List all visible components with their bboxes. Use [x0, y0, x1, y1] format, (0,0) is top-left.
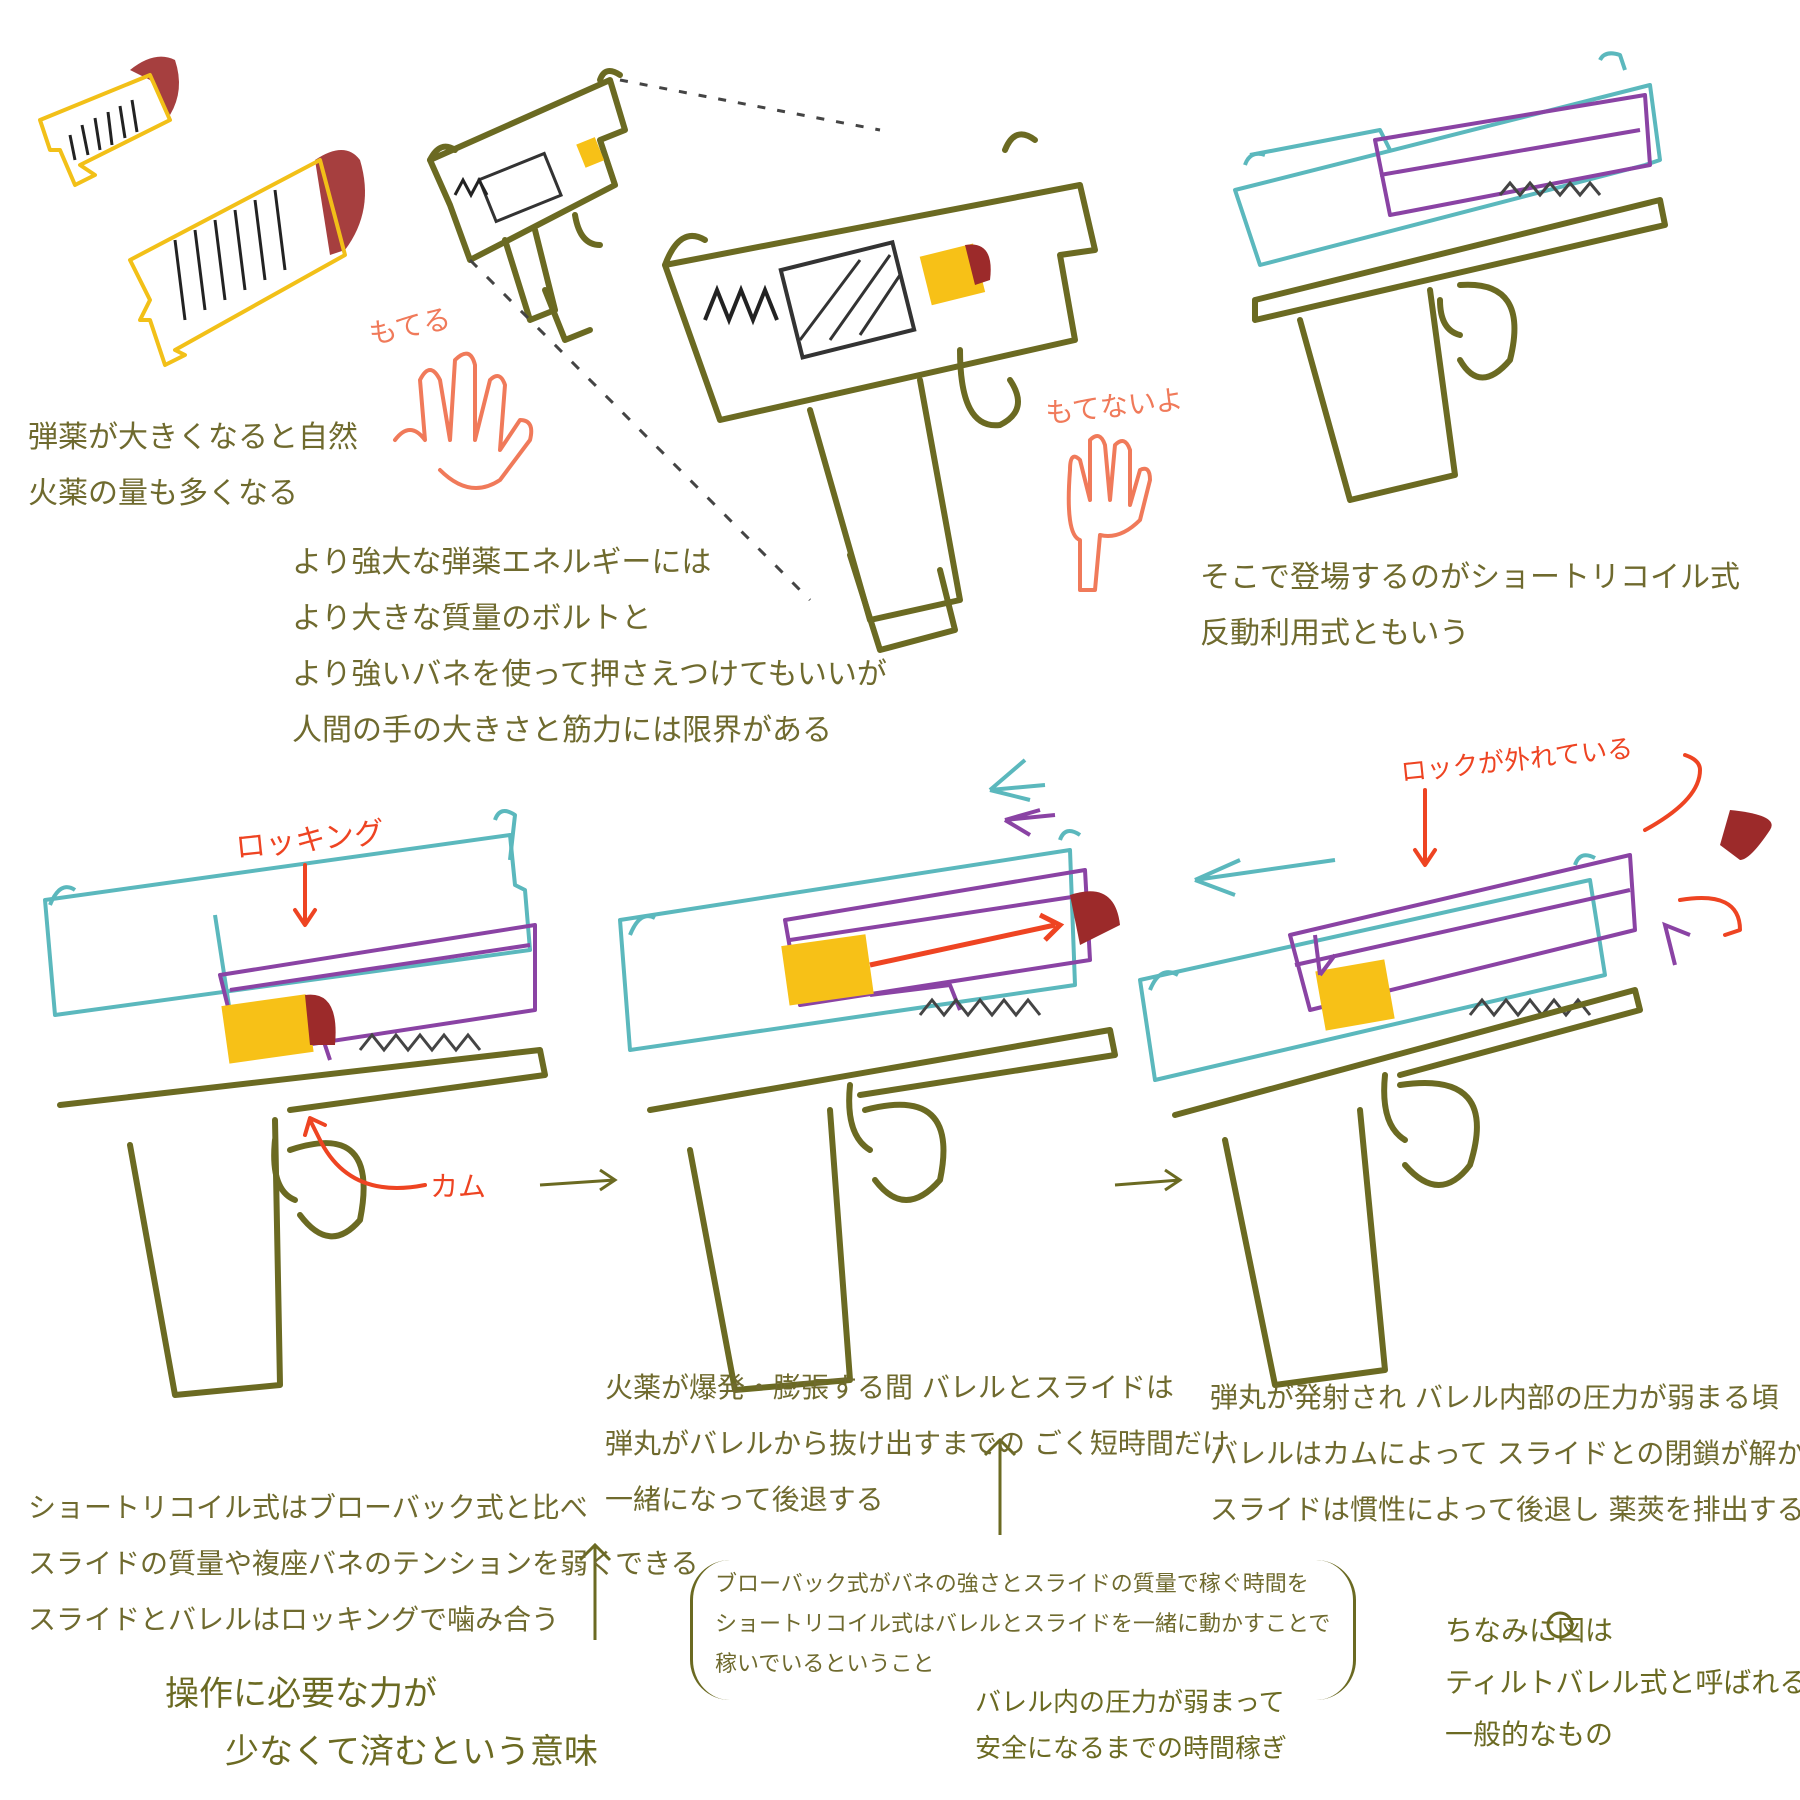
note-line: 弾丸が発射され バレル内部の圧力が弱まる頃	[1210, 1381, 1779, 1414]
small-smg-sketch	[427, 68, 628, 343]
note-line: スライドは慣性によって後退し 薬莢を排出する	[1210, 1493, 1800, 1526]
label-line: ちなみに図は	[1445, 1614, 1614, 1647]
label-line: 操作に必要な力が	[165, 1674, 437, 1714]
note-line: ブローバック式がバネの強さとスライドの質量で稼ぐ時間を	[715, 1572, 1309, 1597]
note-line: より強大な弾薬エネルギーには	[292, 545, 712, 580]
note-cartridge-size: 弾薬が大きくなると自然 火薬の量も多くなる	[28, 410, 358, 522]
pistol-top-right	[1233, 51, 1668, 503]
label-time-gain: バレル内の圧力が弱まって 安全になるまでの時間稼ぎ	[975, 1680, 1287, 1772]
note-line: バレルはカムによって スライドとの閉鎖が解かれ	[1210, 1437, 1800, 1470]
note-firing: 火薬が爆発・膨張する間 バレルとスライドは 弾丸がバレルから抜け出すまでの ごく…	[605, 1360, 1230, 1528]
note-line: 弾丸がバレルから抜け出すまでの ごく短時間だけ	[605, 1427, 1230, 1460]
note-line: 人間の手の大きさと筋力には限界がある	[292, 713, 832, 748]
step-arrows	[539, 1168, 1183, 1640]
note-short-recoil-compare: ショートリコイル式はブローバック式と比べ スライドの質量や複座バネのテンションを…	[28, 1480, 699, 1648]
pistol-unlocked	[1138, 810, 1772, 1388]
hand-cannot-hold	[1066, 434, 1152, 592]
note-line: 一緒になって後退する	[605, 1483, 884, 1516]
note-line: 稼いでいるということ	[715, 1652, 935, 1677]
annotation-pointers	[293, 788, 1437, 1190]
note-line: ショートリコイル式はバレルとスライドを一緒に動かすことで	[715, 1612, 1331, 1637]
recoil-arrows	[988, 753, 1742, 977]
note-blowback-vs-short-recoil: ブローバック式がバネの強さとスライドの質量で稼ぐ時間を ショートリコイル式はバレ…	[715, 1565, 1330, 1685]
label-line: 少なくて済むという意味	[225, 1732, 598, 1772]
label-meaning: 操作に必要な力が 少なくて済むという意味	[165, 1665, 598, 1781]
note-line: 弾薬が大きくなると自然	[28, 420, 358, 455]
pistol-firing	[618, 829, 1120, 1393]
note-line: スライドとバレルはロッキングで噛み合う	[28, 1603, 560, 1636]
note-short-recoil-intro: そこで登場するのがショートリコイル式 反動利用式ともいう	[1200, 550, 1740, 662]
pistol-locked	[43, 809, 548, 1398]
small-cartridge	[38, 56, 179, 187]
note-line: 火薬が爆発・膨張する間 バレルとスライドは	[605, 1371, 1174, 1404]
large-smg-sketch	[662, 131, 1098, 653]
note-line: そこで登場するのがショートリコイル式	[1200, 560, 1740, 595]
parenthesis-bracket	[690, 1560, 1356, 1700]
note-line: 反動利用式ともいう	[1200, 616, 1470, 651]
note-unlocking: 弾丸が発射され バレル内部の圧力が弱まる頃 バレルはカムによって スライドとの閉…	[1210, 1370, 1800, 1538]
note-line: より大きな質量のボルトと	[292, 601, 652, 636]
label-line: 一般的なもの	[1445, 1718, 1614, 1751]
note-line: 火薬の量も多くなる	[28, 476, 298, 511]
label-line: バレル内の圧力が弱まって	[975, 1688, 1285, 1718]
label-line: 安全になるまでの時間稼ぎ	[975, 1734, 1288, 1764]
note-line: スライドの質量や複座バネのテンションを弱くできる	[28, 1547, 699, 1580]
note-stronger-energy: より強大な弾薬エネルギーには より大きな質量のボルトと より強いバネを使って押さ…	[292, 535, 887, 759]
hand-can-hold	[393, 351, 534, 490]
label-tilt-barrel: ちなみに図は ティルトバレル式と呼ばれる 一般的なもの	[1445, 1605, 1800, 1761]
label-cam: カム	[430, 1170, 487, 1203]
note-line: ショートリコイル式はブローバック式と比べ	[28, 1491, 588, 1524]
large-cartridge	[128, 150, 365, 367]
label-line: ティルトバレル式と呼ばれる	[1445, 1666, 1800, 1699]
note-line: より強いバネを使って押さえつけてもいいが	[292, 657, 887, 692]
